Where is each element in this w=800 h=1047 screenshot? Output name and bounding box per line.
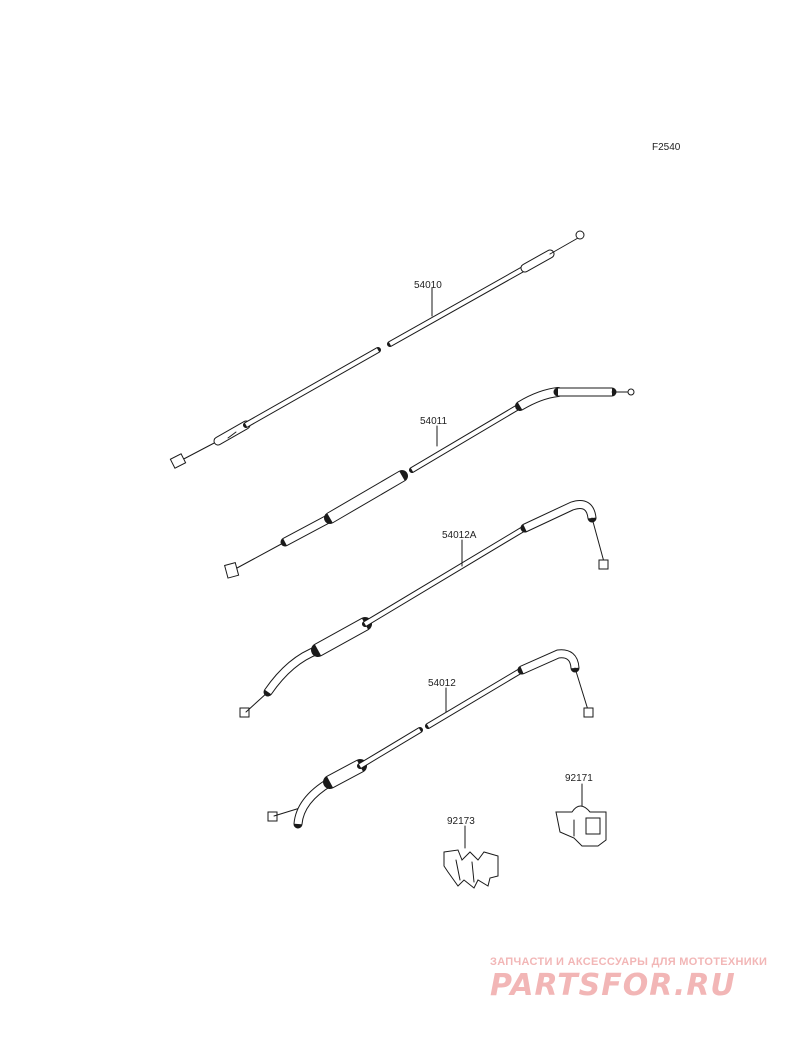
label-92171: 92171 [565,773,593,784]
cable-54011[interactable] [224,387,635,579]
clamp-92173[interactable] [443,825,499,889]
label-54011: 54011 [420,416,448,427]
diagram-code: F2540 [652,142,681,153]
label-54012A: 54012A [442,530,477,541]
label-54012: 54012 [428,678,456,689]
label-92173: 92173 [447,816,475,827]
label-54010: 54010 [414,280,442,291]
clamp-92171[interactable] [555,783,607,847]
cable-54010[interactable] [169,230,585,469]
watermark-brand: PARTSFOR.RU [490,968,736,1003]
cable-54012A[interactable] [239,500,609,718]
watermark-subtitle: ЗАПЧАСТИ И АКСЕССУАРЫ ДЛЯ МОТОТЕХНИКИ [490,956,767,968]
cable-54012[interactable] [267,649,594,829]
